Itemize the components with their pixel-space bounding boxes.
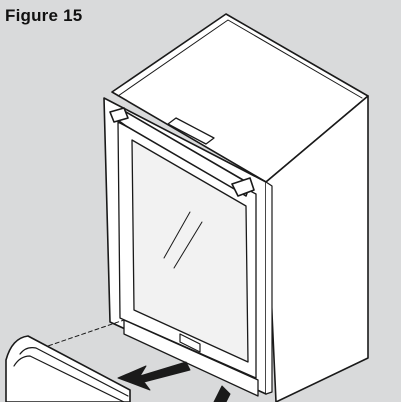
kick-plate xyxy=(5,335,131,402)
toe-panel xyxy=(123,319,259,397)
cabinet-top-edge xyxy=(117,19,363,99)
glass-reflection-2 xyxy=(173,221,203,269)
pull-arrow xyxy=(117,361,191,391)
glass-reflection-1 xyxy=(163,211,191,259)
guide-line xyxy=(41,319,125,349)
control-slot xyxy=(167,117,215,145)
door-handle xyxy=(109,107,255,197)
glass-panel xyxy=(131,139,249,363)
cabinet-side xyxy=(265,95,369,402)
brand-badge xyxy=(179,333,201,353)
pull-arrow-2 xyxy=(213,385,231,402)
figure-label: Figure 15 xyxy=(5,6,83,25)
door-edge xyxy=(265,181,273,395)
